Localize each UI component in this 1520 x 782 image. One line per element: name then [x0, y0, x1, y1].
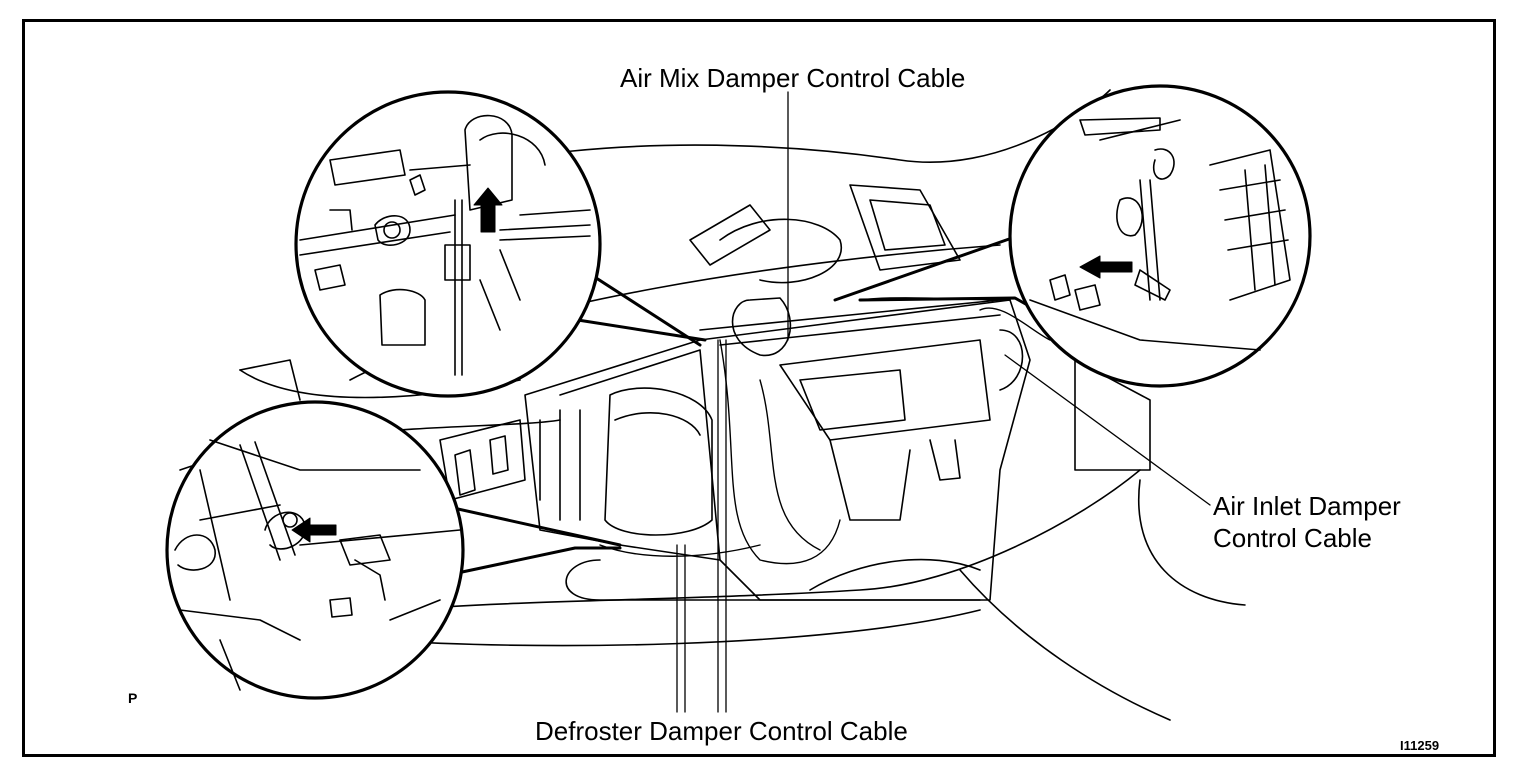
- figure-frame: [22, 19, 1496, 757]
- air-inlet-damper-cable-label: Air Inlet Damper Control Cable: [1213, 490, 1401, 554]
- detail-circle-air-inlet: [1008, 84, 1312, 388]
- corner-mark: P: [128, 690, 138, 706]
- air-mix-damper-cable-label: Air Mix Damper Control Cable: [620, 63, 966, 93]
- defroster-damper-cable-label: Defroster Damper Control Cable: [535, 716, 908, 746]
- leader-lines: [676, 91, 1211, 713]
- air-inlet-label-line2: Control Cable: [1213, 523, 1372, 553]
- detail-circle-defroster: [165, 400, 465, 700]
- control-cables: [599, 297, 1051, 565]
- detail-circle-air-mix: [294, 90, 602, 398]
- figure-code: I11259: [1400, 738, 1440, 753]
- air-inlet-label-line1: Air Inlet Damper: [1213, 491, 1401, 521]
